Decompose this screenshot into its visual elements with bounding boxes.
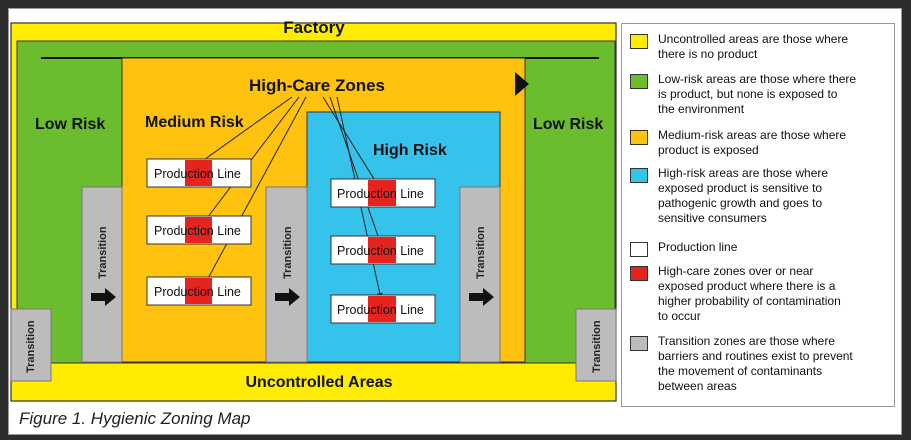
transition-arrow-right (469, 288, 494, 306)
legend-swatch (630, 242, 648, 257)
legend-text-line: higher probability of contamination (658, 294, 841, 308)
legend-text-line: the environment (658, 102, 745, 116)
transition-arrow-left (91, 288, 116, 306)
legend-text-line: exposed product where there is a (658, 279, 836, 293)
legend-text-line: Production line (658, 240, 738, 254)
transition-label-left: Transition (97, 226, 109, 279)
legend-text-line: exposed product is sensitive to (658, 181, 823, 195)
svg-text:Production Line: Production Line (337, 187, 424, 201)
production-line: Production Line (146, 215, 252, 245)
legend-text-line: there is no product (658, 47, 758, 61)
legend-text-line: to occur (658, 309, 701, 323)
figure-sheet: Factory Low Risk Low Risk Medium Risk Hi… (8, 8, 902, 435)
legend-text-line: Uncontrolled areas are those where (658, 32, 849, 46)
legend-text-line: sensitive consumers (658, 211, 767, 225)
legend-text-line: Low-risk areas are those where there (658, 72, 857, 86)
production-line: Production Line (330, 294, 436, 324)
legend-text-line: Transition zones are those where (658, 334, 835, 348)
transition-arrow-middle (275, 288, 300, 306)
legend-text-line: product is exposed (658, 143, 759, 157)
low-risk-left-label: Low Risk (35, 116, 105, 133)
transition-label-far-right: Transition (591, 320, 603, 373)
legend-swatch (630, 74, 648, 89)
svg-text:Production Line: Production Line (154, 167, 241, 181)
transition-label-right: Transition (475, 226, 487, 279)
transition-zone-middle (265, 186, 308, 363)
legend-swatch (630, 168, 648, 183)
svg-text:Production Line: Production Line (337, 303, 424, 317)
figure-caption: Figure 1. Hygienic Zoning Map (19, 409, 251, 428)
transition-zone-left (81, 186, 123, 363)
legend-swatch (630, 336, 648, 351)
medium-risk-label: Medium Risk (145, 114, 244, 131)
svg-text:Production Line: Production Line (154, 285, 241, 299)
high-care-zones-label: High-Care Zones (249, 76, 385, 95)
transition-label-far-left: Transition (25, 320, 37, 373)
svg-text:Production Line: Production Line (154, 224, 241, 238)
uncontrolled-areas-label: Uncontrolled Areas (246, 374, 393, 391)
legend-text-line: pathogenic growth and goes to (658, 196, 823, 210)
hygienic-zoning-diagram: Factory Low Risk Low Risk Medium Risk Hi… (10, 18, 617, 402)
legend-text-line: Medium-risk areas are those where (658, 128, 847, 142)
legend-text-line: High-risk areas are those where (658, 166, 829, 180)
production-line: Production Line (330, 178, 436, 208)
legend-swatch (630, 34, 648, 49)
production-line: Production Line (146, 276, 252, 306)
legend-text-line: High-care zones over or near (658, 264, 814, 278)
transition-label-middle: Transition (282, 226, 294, 279)
legend-text-line: is product, but none is exposed to (658, 87, 838, 101)
factory-label: Factory (283, 18, 345, 37)
high-risk-label: High Risk (373, 142, 447, 159)
legend-text-line: between areas (658, 379, 737, 393)
transition-zone-far-right (575, 308, 617, 382)
legend-text-line: barriers and routines exist to prevent (658, 349, 853, 363)
production-line: Production Line (330, 235, 436, 265)
exit-arrow (515, 72, 529, 96)
production-line: Production Line (146, 158, 252, 188)
legend-item-production-line: Production line (630, 240, 888, 258)
legend-swatch (630, 130, 648, 145)
low-risk-right-label: Low Risk (533, 116, 603, 133)
legend-text-line: the movement of contaminants (658, 364, 823, 378)
transition-zone-far-left (10, 308, 52, 382)
transition-zone-right (459, 186, 501, 363)
svg-text:Production Line: Production Line (337, 244, 424, 258)
legend-swatch (630, 266, 648, 281)
